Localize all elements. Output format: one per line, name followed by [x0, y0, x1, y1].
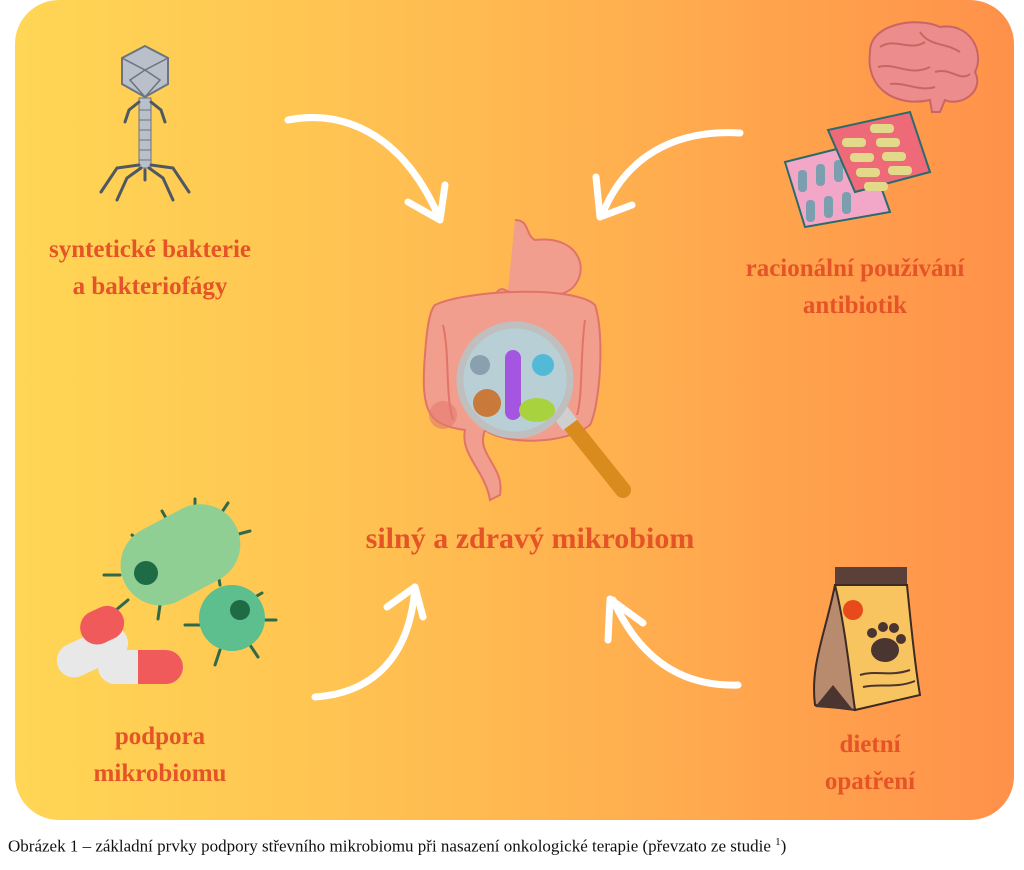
arrow-top-right	[592, 129, 744, 221]
caption-text: Obrázek 1 – základní prvky podpory střev…	[8, 836, 776, 856]
label-line: racionální používání	[745, 255, 965, 282]
pill-blister-icon	[783, 110, 932, 229]
label-rational-antibiotics: racionální používání antibiotik	[720, 250, 990, 324]
food-bag-icon	[813, 567, 922, 712]
bacteriophage-icon	[99, 44, 191, 202]
label-line: opatření	[824, 768, 916, 795]
label-healthy-microbiome: silný a zdravý mikrobiom	[320, 520, 740, 557]
arrow-bottom-left	[311, 583, 427, 701]
caption-reference: 1	[775, 836, 781, 848]
label-dietary-measures: dietní opatření	[790, 726, 950, 800]
label-line: dietní	[839, 731, 901, 758]
label-synthetic-bacteria: syntetické bakterie a bakteriofágy	[25, 231, 275, 305]
arrow-top-left	[284, 114, 449, 224]
paw-icon	[867, 622, 906, 662]
label-line: syntetické bakterie	[48, 236, 252, 263]
figure-caption: Obrázek 1 – základní prvky podpory střev…	[8, 836, 1018, 857]
brain-icon	[868, 21, 980, 113]
bacteria-and-capsules-icon	[56, 497, 278, 684]
label-line: mikrobiomu	[93, 760, 227, 787]
label-line: podpora	[114, 723, 206, 750]
intestine-magnifier-icon	[422, 219, 631, 502]
capsule-icon	[56, 605, 183, 684]
arrow-bottom-right	[604, 595, 742, 689]
label-line: silný a zdravý mikrobiom	[365, 522, 695, 555]
label-line: antibiotik	[802, 292, 908, 319]
caption-closing: )	[780, 836, 787, 856]
label-microbiome-support: podpora mikrobiomu	[80, 718, 240, 792]
brain-and-pill-blister-icon	[783, 21, 980, 229]
label-line: a bakteriofágy	[72, 273, 228, 300]
magnifier-icon	[456, 321, 631, 498]
